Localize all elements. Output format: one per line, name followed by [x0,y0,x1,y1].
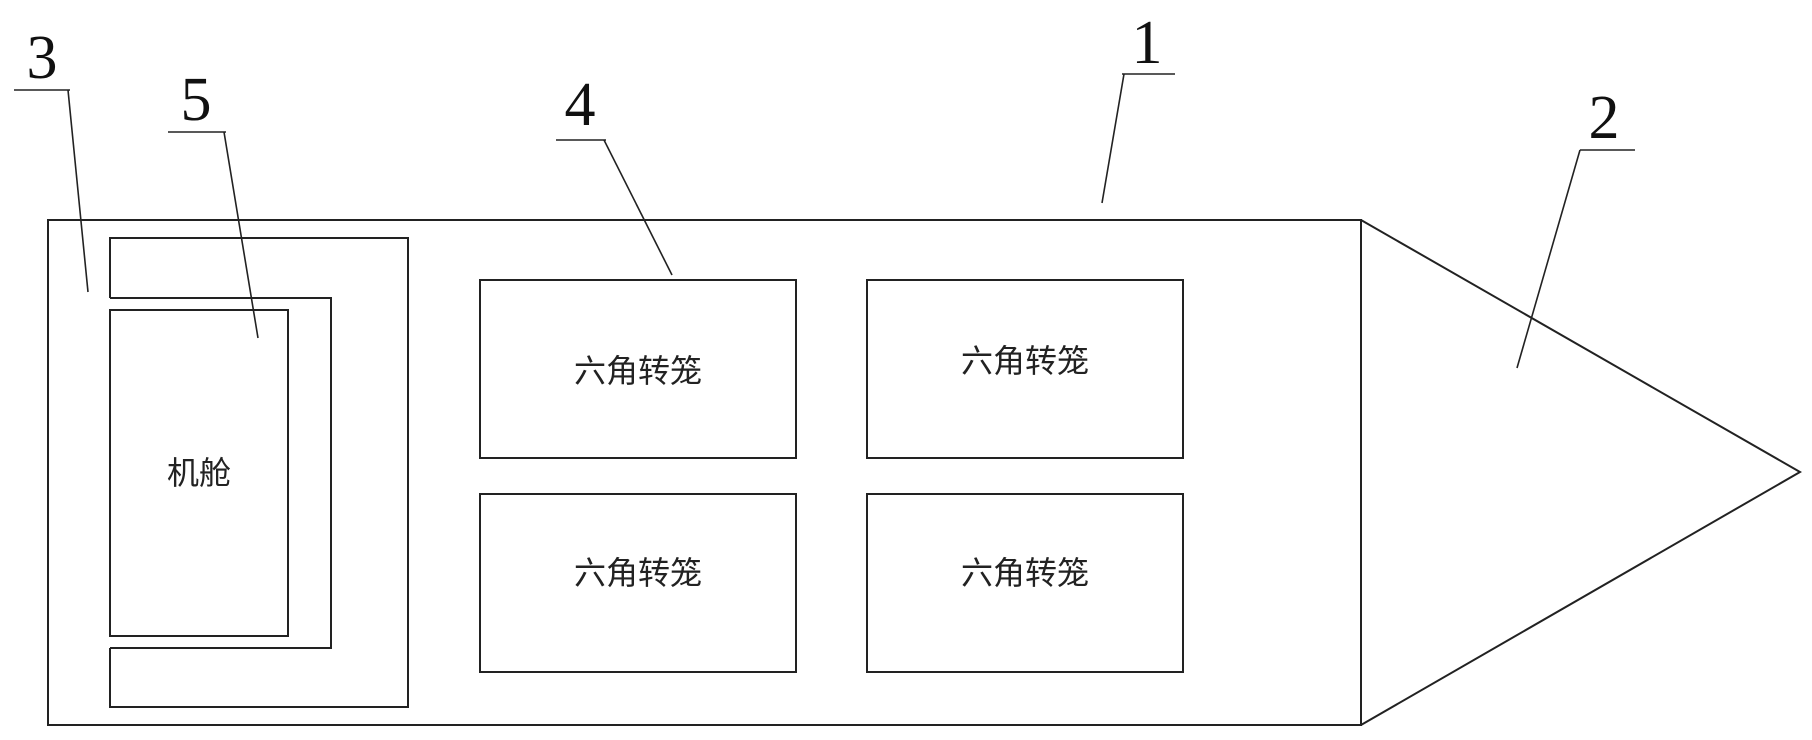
callout-3: 3 [27,24,58,92]
callout-2-leader [1517,150,1580,368]
hex-cage-1-label: 六角转笼 [574,352,702,390]
callout-1: 1 [1132,9,1163,77]
hex-cage-2-label: 六角转笼 [961,342,1089,380]
callout-5-leader [224,132,258,338]
callout-4-leader [604,140,672,275]
hull-body [48,220,1361,725]
callout-1-leader [1102,74,1124,203]
hex-cage-3-label: 六角转笼 [574,554,702,592]
callout-5: 5 [181,66,212,134]
engine-room-label: 机舱 [167,454,231,492]
bow-triangle [1361,220,1800,725]
callout-4: 4 [565,71,596,139]
hex-cage-4-label: 六角转笼 [961,554,1089,592]
callout-3-leader [68,90,88,292]
callout-2: 2 [1589,84,1620,152]
